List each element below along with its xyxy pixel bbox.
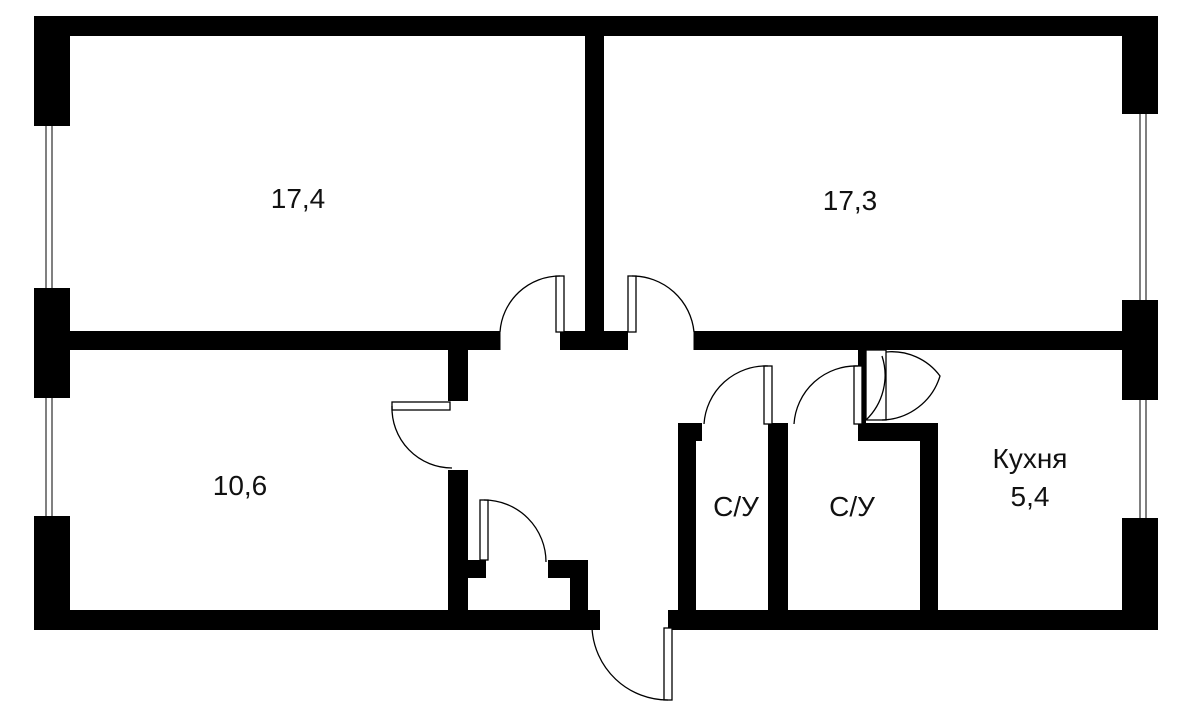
wall-right-pier-3 (1122, 518, 1158, 630)
room-area-top-right: 17,3 (823, 185, 878, 216)
wall-left-pier-1 (34, 16, 70, 126)
wall-horizontal-left (34, 331, 500, 350)
window-right-bottom (1126, 400, 1152, 518)
window-left-bottom (40, 398, 66, 516)
wall-left-pier-3 (34, 516, 70, 630)
door-room-10-6 (391, 401, 453, 469)
wall-bedroom-east-upper (448, 331, 468, 401)
window-right-top (1126, 114, 1152, 300)
room-labels: 17,4 17,3 10,6 С/У С/У Кухня 5,4 (213, 183, 1068, 522)
door-bathroom-1 (703, 365, 773, 425)
wall-bottom-left (34, 610, 600, 630)
wall-between-top-rooms (585, 16, 604, 350)
wall-kitchen-west (920, 423, 938, 630)
doors (391, 275, 941, 701)
room-area-top-left: 17,4 (271, 183, 326, 214)
windows (40, 114, 1152, 518)
wall-bath1-top (678, 423, 702, 441)
window-left-top (40, 126, 66, 288)
door-kitchen (865, 349, 941, 421)
kitchen-name: Кухня (993, 443, 1068, 474)
wall-horizontal-right (694, 331, 1158, 350)
door-entrance (591, 627, 673, 701)
wall-closet-west (466, 560, 486, 578)
wall-bath1-west (678, 423, 696, 630)
wall-bath2-top-right (858, 423, 938, 441)
wall-horizontal-mid (560, 331, 628, 350)
wall-bottom-right (668, 610, 1158, 630)
bathroom-1-label: С/У (713, 491, 759, 522)
wall-bath-divider (768, 423, 788, 630)
door-bathroom-2 (793, 365, 863, 425)
room-area-bottom-left: 10,6 (213, 470, 268, 501)
kitchen-area: 5,4 (1011, 481, 1050, 512)
bathroom-2-label: С/У (829, 491, 875, 522)
door-closet (479, 499, 547, 563)
door-room-17-3 (627, 275, 695, 350)
interior-walls (34, 16, 1158, 630)
wall-right-pier-1 (1122, 16, 1158, 114)
wall-bedroom-east-lower (448, 470, 468, 630)
outer-walls (34, 16, 1158, 630)
wall-closet-east (570, 560, 588, 630)
door-room-17-4 (499, 275, 565, 350)
